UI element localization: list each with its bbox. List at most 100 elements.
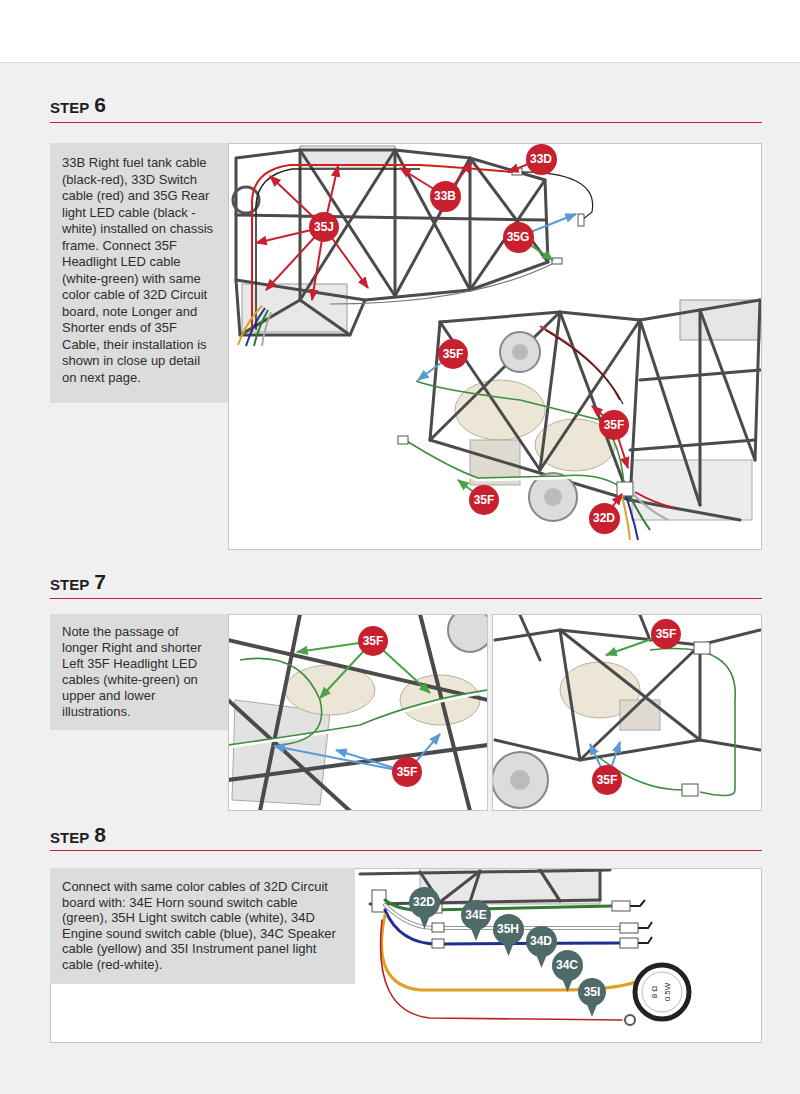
illustration-panel xyxy=(493,615,762,811)
callout-number: 35F xyxy=(438,339,468,369)
wiring-drawing xyxy=(360,870,610,874)
wiring-drawing xyxy=(625,1015,635,1025)
chassis-drawing xyxy=(233,187,259,213)
callout-disc xyxy=(309,212,339,242)
callout-pin: 34C xyxy=(552,950,583,993)
chassis-closeup xyxy=(229,690,487,745)
node-text: 34D xyxy=(530,926,552,957)
wiring-drawing xyxy=(620,923,638,933)
chassis-drawing xyxy=(622,492,674,540)
step-note: 33B Right fuel tank cable (black-red), 3… xyxy=(50,143,228,403)
chassis-closeup xyxy=(240,658,322,745)
step-rule xyxy=(50,123,762,851)
callout-number: 33D xyxy=(526,144,557,175)
step-heading: 7 xyxy=(94,571,106,592)
wiring-drawing xyxy=(642,972,682,1012)
chassis-drawing xyxy=(512,172,593,220)
step-rule xyxy=(50,850,762,851)
callout-number: 35J xyxy=(309,212,339,242)
callout-arrow xyxy=(274,634,666,780)
chassis-drawing xyxy=(330,264,552,304)
chassis-closeup xyxy=(229,615,487,810)
callout-number: 35F xyxy=(358,626,388,656)
node-text: 33D xyxy=(530,144,552,175)
chassis-drawing xyxy=(626,496,638,540)
chassis-drawing xyxy=(236,150,548,335)
page-ground xyxy=(0,0,800,62)
callout-pin: 35H xyxy=(493,914,524,957)
chassis-closeup xyxy=(260,615,300,810)
chassis-drawing xyxy=(578,214,584,226)
callout-disc xyxy=(599,410,629,440)
callout-disc xyxy=(526,144,557,175)
wiring-drawing xyxy=(440,870,560,902)
chassis-closeup xyxy=(493,615,760,808)
chassis-drawing xyxy=(430,300,760,505)
callout-disc xyxy=(493,914,524,945)
chassis-drawing xyxy=(635,492,674,508)
chassis-drawing xyxy=(552,258,562,264)
wiring-drawing xyxy=(638,937,652,943)
callout-disc xyxy=(392,757,422,787)
chassis-closeup xyxy=(520,615,650,660)
chassis-drawing xyxy=(544,488,562,506)
wiring-drawing xyxy=(612,901,630,911)
chassis-closeup xyxy=(682,784,698,796)
callout-number: 35F xyxy=(651,619,681,649)
chassis-closeup xyxy=(493,752,548,808)
wiring-drawing xyxy=(630,900,645,906)
node-text: 35G xyxy=(507,222,530,253)
node-text: 34E xyxy=(465,900,486,930)
illustration-panel xyxy=(51,869,762,1043)
wiring-drawing xyxy=(420,869,600,904)
step-rule xyxy=(50,598,762,599)
node-text: 35F xyxy=(397,757,418,787)
chassis-drawing xyxy=(540,326,620,400)
chassis-drawing xyxy=(236,150,545,300)
wiring-drawing xyxy=(432,939,444,948)
chassis-drawing xyxy=(262,312,271,346)
wiring-drawing xyxy=(630,900,652,943)
chassis-drawing xyxy=(405,440,622,488)
chassis-closeup xyxy=(560,630,700,760)
chassis-drawing xyxy=(236,150,548,335)
wiring-drawing xyxy=(381,900,636,1020)
chassis-drawing xyxy=(430,300,760,520)
callout-number: 35G xyxy=(503,222,534,253)
chassis-drawing xyxy=(416,381,624,484)
callout-number: 35F xyxy=(599,410,629,440)
chassis-closeup xyxy=(495,630,760,645)
callout-disc xyxy=(358,626,388,656)
callout-disc xyxy=(552,950,583,981)
node-text: 35F xyxy=(474,485,495,515)
wiring-drawing xyxy=(432,923,444,932)
callout-number: 35F xyxy=(392,757,422,787)
node-text: 35F xyxy=(597,765,618,795)
chassis-drawing xyxy=(617,482,633,496)
callout-disc xyxy=(469,485,499,515)
step-heading: 8 xyxy=(94,824,106,845)
wiring-drawing xyxy=(360,870,610,904)
callout-disc xyxy=(589,503,620,534)
chassis-closeup xyxy=(229,615,487,810)
callout-pin: 32D xyxy=(409,887,440,930)
illustration-panel xyxy=(229,615,488,811)
node-text: Connect with same color cables of 32D Ci… xyxy=(62,879,345,972)
step-note: Connect with same color cables of 32D Ci… xyxy=(50,868,355,984)
node-text: 35F xyxy=(604,410,625,440)
callout-arrow xyxy=(274,746,407,772)
step-heading: STEP xyxy=(50,577,89,592)
node-text: 33B xyxy=(434,181,456,212)
chassis-closeup xyxy=(229,700,350,810)
chassis-drawing xyxy=(529,473,577,521)
node-text: 35F xyxy=(656,619,677,649)
node-text: 34C xyxy=(556,950,578,981)
callout-number: 35F xyxy=(592,765,622,795)
chassis-closeup xyxy=(495,615,760,760)
chassis-drawing xyxy=(630,370,760,450)
node-text: 35F xyxy=(363,626,384,656)
chassis-drawing xyxy=(238,306,262,345)
callout-disc xyxy=(651,619,681,649)
